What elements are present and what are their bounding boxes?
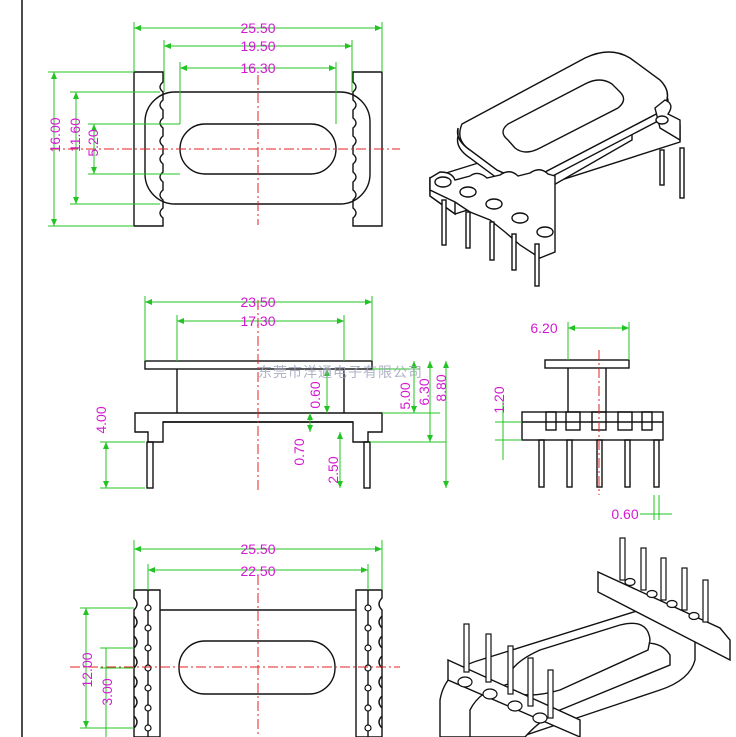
dim-front-0-70: 0.70 bbox=[291, 438, 307, 465]
dim-top-16-30: 16.30 bbox=[240, 60, 275, 76]
dim-bottom-12-00: 12.00 bbox=[79, 652, 95, 687]
dim-front-23-50: 23.50 bbox=[240, 294, 275, 310]
right-comb-flange bbox=[352, 71, 383, 227]
dim-bottom-22-50: 22.50 bbox=[240, 563, 275, 579]
front-left-pin bbox=[146, 441, 154, 489]
dim-bottom-25-50: 25.50 bbox=[240, 541, 275, 557]
dim-front-17-30: 17.30 bbox=[240, 313, 275, 329]
dim-front-0-60: 0.60 bbox=[307, 381, 323, 408]
dim-side-6-20: 6.20 bbox=[530, 320, 557, 336]
dim-front-8-80: 8.80 bbox=[433, 374, 449, 401]
dim-side-0-60: 0.60 bbox=[611, 506, 638, 522]
dim-front-5-00: 5.00 bbox=[397, 382, 413, 409]
bottom-right-comb bbox=[355, 589, 383, 737]
side-view bbox=[521, 359, 664, 488]
dim-top-11-60: 11.60 bbox=[67, 118, 83, 152]
dim-front-6-30: 6.30 bbox=[416, 378, 432, 405]
dim-top-5-20: 5.20 bbox=[85, 129, 101, 156]
dim-top-25-50: 25.50 bbox=[240, 20, 275, 36]
dim-top-16-00: 16.00 bbox=[47, 117, 63, 152]
dim-side-1-20: 1.20 bbox=[491, 386, 507, 413]
company-watermark: 东莞市洋通电子有限公司 bbox=[258, 364, 423, 381]
front-right-pin bbox=[363, 441, 371, 489]
left-comb-flange bbox=[133, 71, 164, 227]
dim-top-19-50: 19.50 bbox=[240, 38, 275, 54]
dim-front-2-50: 2.50 bbox=[325, 456, 341, 483]
bottom-left-comb bbox=[133, 589, 161, 737]
dim-bottom-3-00: 3.00 bbox=[99, 678, 115, 705]
isometric-view-top bbox=[429, 51, 681, 259]
isometric-view-bottom bbox=[439, 570, 731, 737]
dim-front-4-00: 4.00 bbox=[93, 406, 109, 433]
